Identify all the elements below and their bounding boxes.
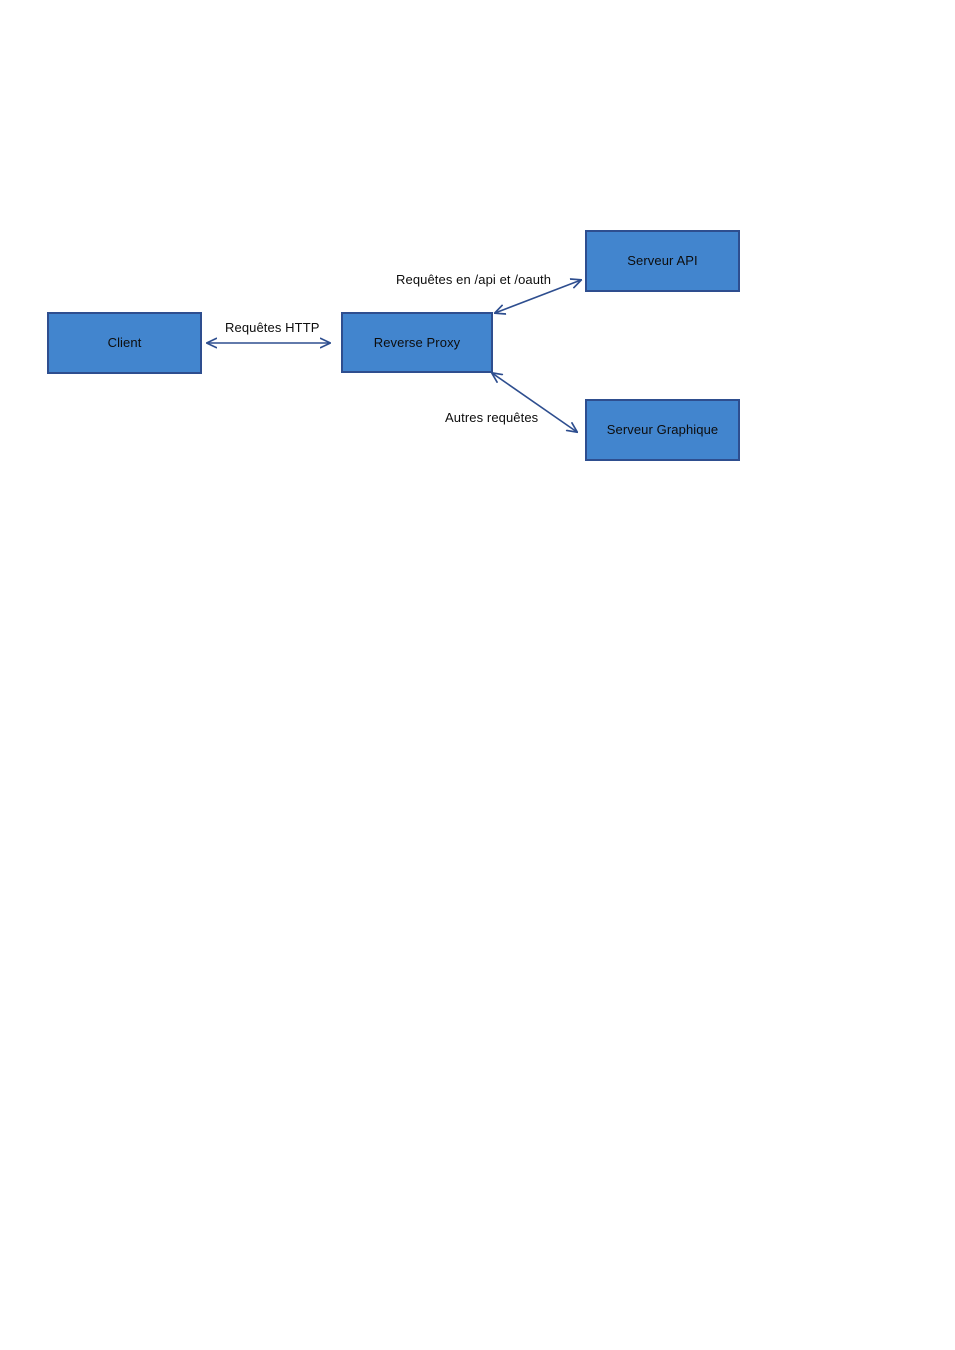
edge-label-client-proxy: Requêtes HTTP	[225, 320, 320, 335]
node-serveur-graphique-label: Serveur Graphique	[606, 422, 719, 438]
node-client-label: Client	[107, 335, 142, 351]
node-serveur-api[interactable]: Serveur API	[585, 230, 740, 292]
node-serveur-graphique[interactable]: Serveur Graphique	[585, 399, 740, 461]
node-serveur-api-label: Serveur API	[627, 253, 698, 269]
edge-label-proxy-api: Requêtes en /api et /oauth	[396, 272, 552, 287]
edge-label-proxy-graphique: Autres requêtes	[445, 410, 539, 425]
edge-proxy-graphique	[492, 373, 577, 432]
node-client[interactable]: Client	[47, 312, 202, 374]
edge-proxy-api	[495, 280, 581, 313]
node-reverse-proxy-label: Reverse Proxy	[373, 334, 461, 350]
node-reverse-proxy[interactable]: Reverse Proxy	[341, 312, 493, 373]
